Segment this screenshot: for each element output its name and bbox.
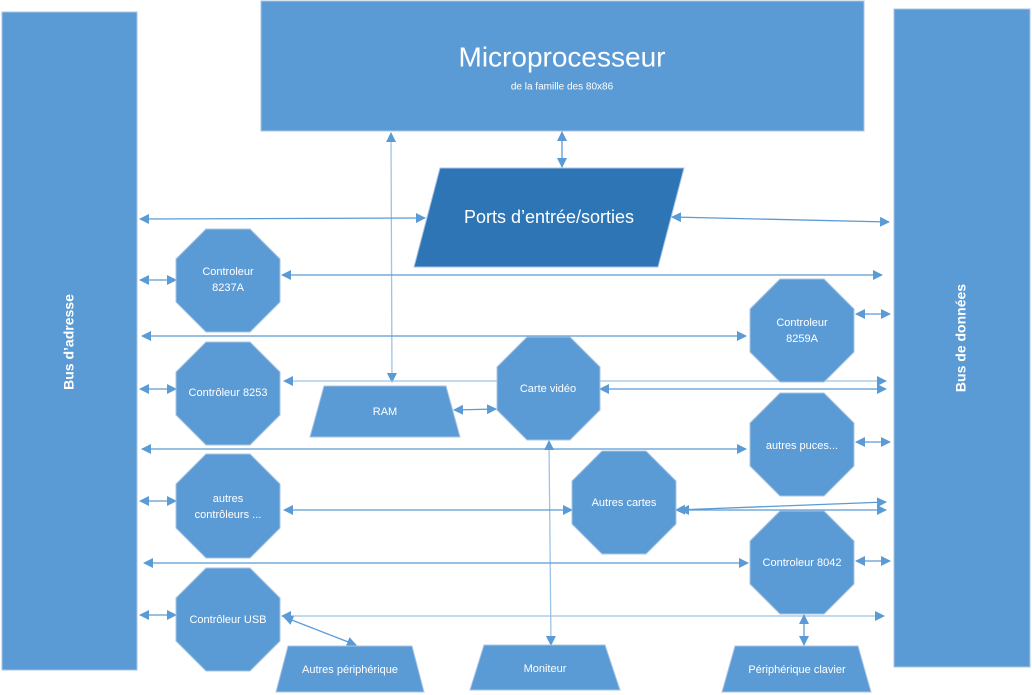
controller-8253-label: Contrôleur 8253 [189,387,268,399]
address-bus-label: Bus d’adresse [61,294,77,390]
other-controllers [175,453,281,559]
controller-8237a-line1: Controleur [202,266,254,278]
connectors [139,131,891,647]
microprocessor-title: Microprocesseur [459,41,666,72]
controller-8259a-line1: Controleur [776,317,828,329]
other-peripheral-label: Autres périphérique [302,664,398,676]
other-chips [749,392,855,497]
data-bus [893,8,1031,668]
connector-video-monitor [544,440,556,646]
other-peripheral-box [275,645,425,693]
other-chips-label: autres puces... [766,440,838,452]
monitor-label: Moniteur [524,663,567,675]
other-controllers-line1: autres [213,493,244,505]
data-bus-label: Bus de données [953,284,969,392]
controller-8042-label: Controleur 8042 [763,557,842,569]
controller-8259a [749,278,855,383]
microprocessor-subtitle: de la famille des 80x86 [511,82,614,93]
other-cards-label: Autres cartes [592,497,657,509]
io-ports-box [413,167,685,268]
ram-box [309,385,461,438]
connector-cpu-ram [386,132,397,383]
address-bus [1,11,138,671]
connector-io-address [139,213,426,224]
controller-8237a [175,228,281,333]
connector-usb-peripheral [283,615,357,647]
ram-label: RAM [373,406,397,418]
connector-io-data [671,212,890,227]
controller-usb [175,567,281,672]
controller-usb-label: Contrôleur USB [189,614,266,626]
video-card-label: Carte vidéo [520,383,576,395]
keyboard-peripheral-box [721,645,872,693]
other-controllers-line2: contrôleurs ... [195,509,262,521]
io-ports-label: Ports d’entrée/sorties [464,207,634,227]
controller-8237a-line2: 8237A [212,282,244,294]
controller-8042 [749,510,855,615]
connector-cards-data-1 [675,497,887,515]
connector-ram-video [453,404,497,415]
microprocessor-box [260,0,865,132]
monitor-box [469,644,621,691]
video-card [496,336,601,441]
keyboard-peripheral-label: Périphérique clavier [748,664,846,676]
other-cards [571,450,677,555]
controller-8253 [175,341,281,446]
controller-8259a-line2: 8259A [786,333,818,345]
